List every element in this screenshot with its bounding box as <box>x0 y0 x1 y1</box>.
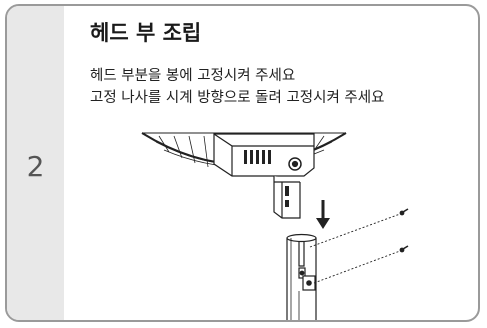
down-arrow-icon <box>316 200 330 229</box>
screw-icon <box>399 208 409 253</box>
screw-guide-lines <box>309 213 401 284</box>
instruction-step-card: 2 헤드 부 조립 헤드 부분을 봉에 고정시켜 주세요 고정 나사를 시계 방… <box>5 4 480 322</box>
pole-icon <box>286 233 317 320</box>
step-title: 헤드 부 조립 <box>90 21 202 45</box>
fan-head-assembly-illustration <box>141 132 409 320</box>
fan-head-icon <box>141 132 347 219</box>
instruction-line-1: 헤드 부분을 봉에 고정시켜 주세요 <box>90 68 296 84</box>
step-number-column: 2 <box>7 6 64 320</box>
step-instructions: 헤드 부분을 봉에 고정시켜 주세요 고정 나사를 시계 방향으로 돌려 고정시… <box>90 65 384 109</box>
instruction-line-2: 고정 나사를 시계 방향으로 돌려 고정시켜 주세요 <box>90 90 385 106</box>
step-number: 2 <box>26 150 45 183</box>
